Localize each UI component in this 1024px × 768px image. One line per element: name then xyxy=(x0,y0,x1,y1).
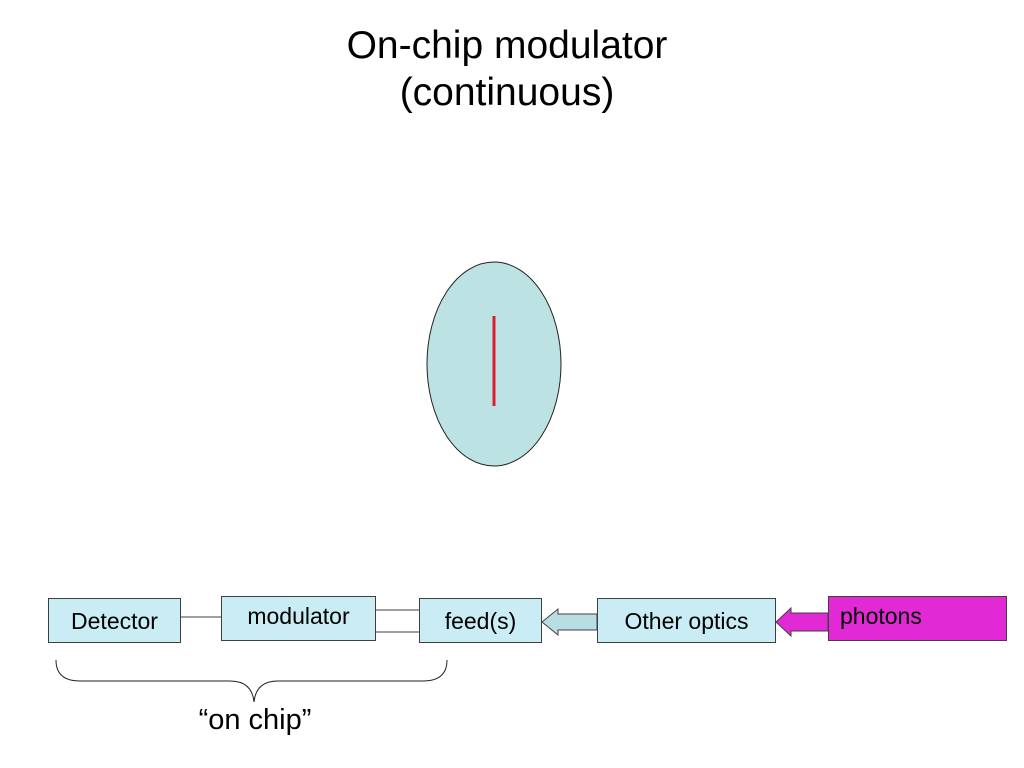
title-line-1: On-chip modulator xyxy=(346,24,668,67)
slide-title: On-chip modulator (continuous) xyxy=(0,22,1014,116)
photons-label: photons xyxy=(840,603,922,629)
title-line-2: (continuous) xyxy=(399,71,615,114)
left-arrow-icon xyxy=(775,606,829,638)
feeds-box: feed(s) xyxy=(419,598,542,643)
detector-label: Detector xyxy=(71,608,158,634)
curly-brace-icon xyxy=(55,659,448,703)
detector-box: Detector xyxy=(48,598,181,643)
other-optics-box: Other optics xyxy=(597,598,776,643)
on-chip-label: “on chip” xyxy=(198,704,312,736)
modulator-label: modulator xyxy=(247,603,350,629)
left-arrow-icon xyxy=(541,607,598,637)
feeds-label: feed(s) xyxy=(444,608,517,634)
other-optics-label: Other optics xyxy=(624,608,749,634)
modulator-box: modulator xyxy=(221,596,376,641)
photons-box: photons xyxy=(828,596,1007,641)
